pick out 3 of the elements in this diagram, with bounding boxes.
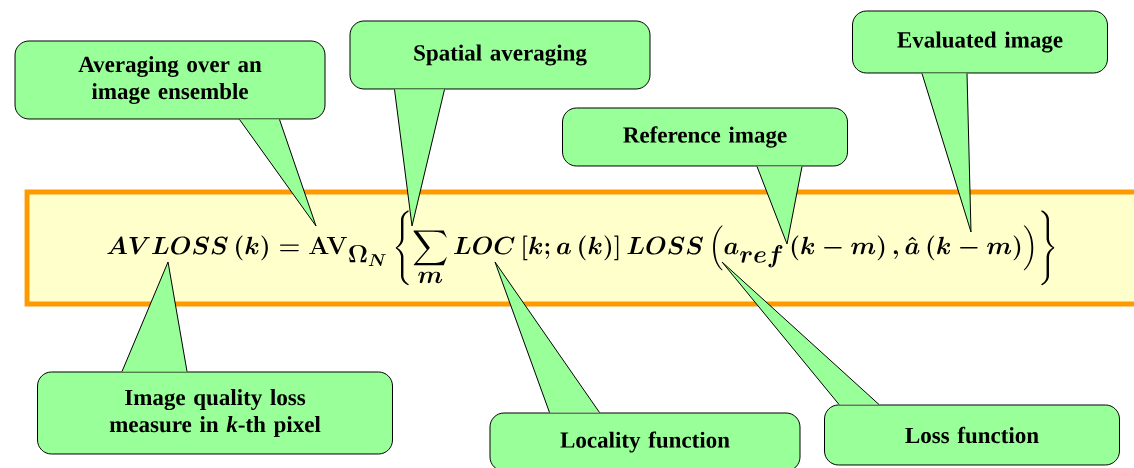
callout-bubble: Locality function bbox=[489, 412, 801, 468]
formula-band: $AVLOSS\left(k\right)=\mathbf{AV}_{\Omega_{N}}\left\{\sum_{m} LOC\left[k;a\left(k\right)\right]LOSS\left(a_{ref}\left(k-m\right),\hat{a}\left(k-m\right)\right)\right\}$ bbox=[24, 189, 1134, 307]
callout-bubble: Loss function bbox=[824, 404, 1120, 466]
